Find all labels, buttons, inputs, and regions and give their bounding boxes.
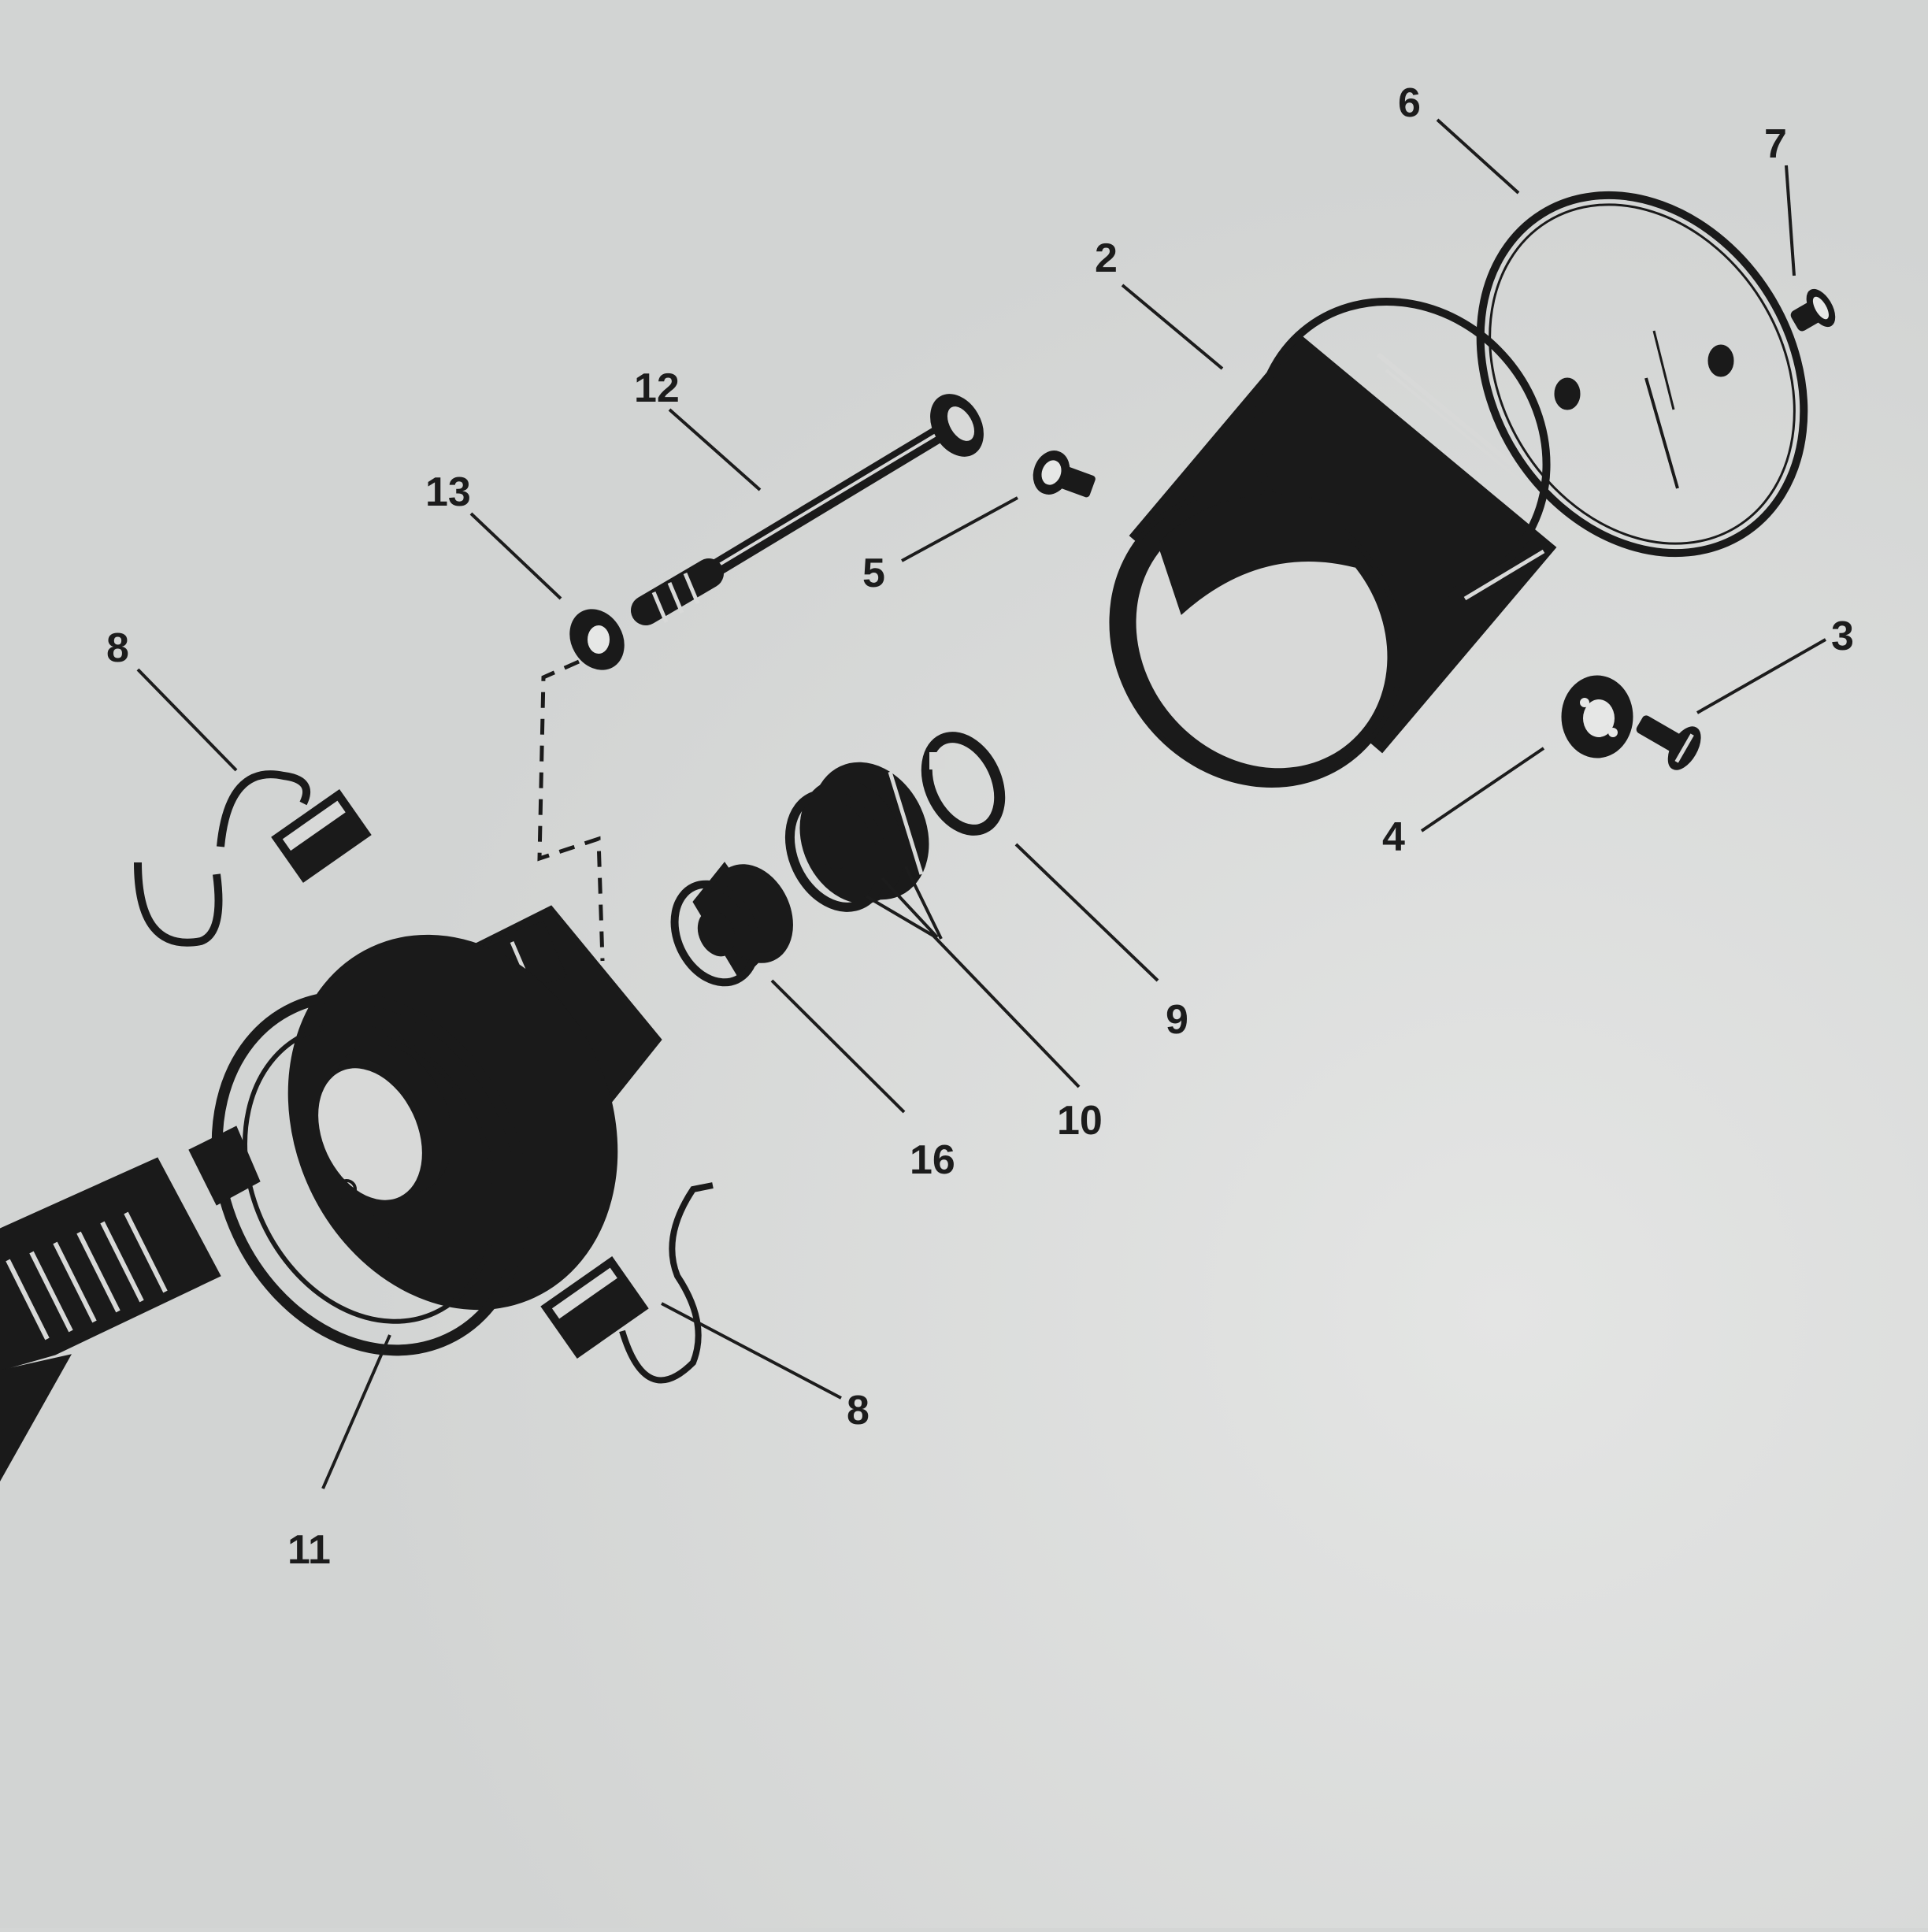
part-7-screw bbox=[1790, 288, 1836, 332]
callout-2: 2 bbox=[1095, 235, 1118, 281]
cover-hole-icon bbox=[1707, 344, 1734, 377]
callout-4: 4 bbox=[1382, 814, 1405, 860]
part-10-bearing bbox=[784, 762, 929, 912]
assembly-path-dashed-line bbox=[537, 659, 605, 962]
leader-13 bbox=[469, 512, 562, 600]
leader-11 bbox=[321, 1334, 391, 1489]
part-9-snap-ring bbox=[921, 732, 1006, 836]
leader-6 bbox=[1436, 118, 1520, 195]
callout-5: 5 bbox=[862, 551, 885, 596]
part-11-end-frame bbox=[211, 905, 662, 1356]
leader-5 bbox=[901, 496, 1018, 562]
callout-12: 12 bbox=[634, 365, 680, 411]
leader-16 bbox=[770, 979, 906, 1114]
leader-8-upper bbox=[136, 668, 238, 772]
leader-2 bbox=[1121, 284, 1224, 370]
part-6-cover-plate bbox=[1476, 191, 1808, 558]
callout-13: 13 bbox=[425, 469, 471, 515]
callout-labels: 2 3 4 5 6 7 8 8 9 10 11 12 13 16 bbox=[106, 80, 1854, 1573]
armature-shaft bbox=[0, 1125, 261, 1482]
callout-16: 16 bbox=[910, 1137, 955, 1183]
leader-10 bbox=[865, 866, 1081, 1088]
part-8-brush-upper bbox=[134, 770, 372, 947]
part-13-lock-washer bbox=[569, 609, 625, 670]
leader-7 bbox=[1785, 165, 1796, 276]
callout-6: 6 bbox=[1398, 80, 1421, 126]
leader-12 bbox=[668, 408, 762, 491]
leader-3 bbox=[1696, 638, 1826, 714]
leader-lines bbox=[136, 118, 1826, 1489]
part-5-screw bbox=[1033, 451, 1096, 498]
callout-10: 10 bbox=[1057, 1098, 1103, 1144]
callout-11: 11 bbox=[287, 1527, 331, 1573]
part-16-bushing bbox=[670, 862, 793, 987]
cover-hole-icon bbox=[1554, 377, 1581, 410]
leader-9 bbox=[1014, 843, 1159, 982]
callout-8-lower: 8 bbox=[847, 1388, 869, 1433]
part-4-lock-washer bbox=[1561, 675, 1633, 758]
callout-9: 9 bbox=[1166, 997, 1188, 1043]
part-2-housing-shell bbox=[1109, 298, 1557, 788]
callout-8-upper: 8 bbox=[106, 625, 129, 671]
callout-7: 7 bbox=[1764, 121, 1787, 167]
part-8-brush-lower bbox=[540, 1182, 714, 1384]
part-3-screw bbox=[1636, 715, 1701, 770]
leader-8-lower bbox=[661, 1302, 842, 1400]
leader-4 bbox=[1420, 747, 1545, 833]
callout-3: 3 bbox=[1831, 614, 1854, 659]
part-12-through-bolt bbox=[631, 394, 984, 625]
